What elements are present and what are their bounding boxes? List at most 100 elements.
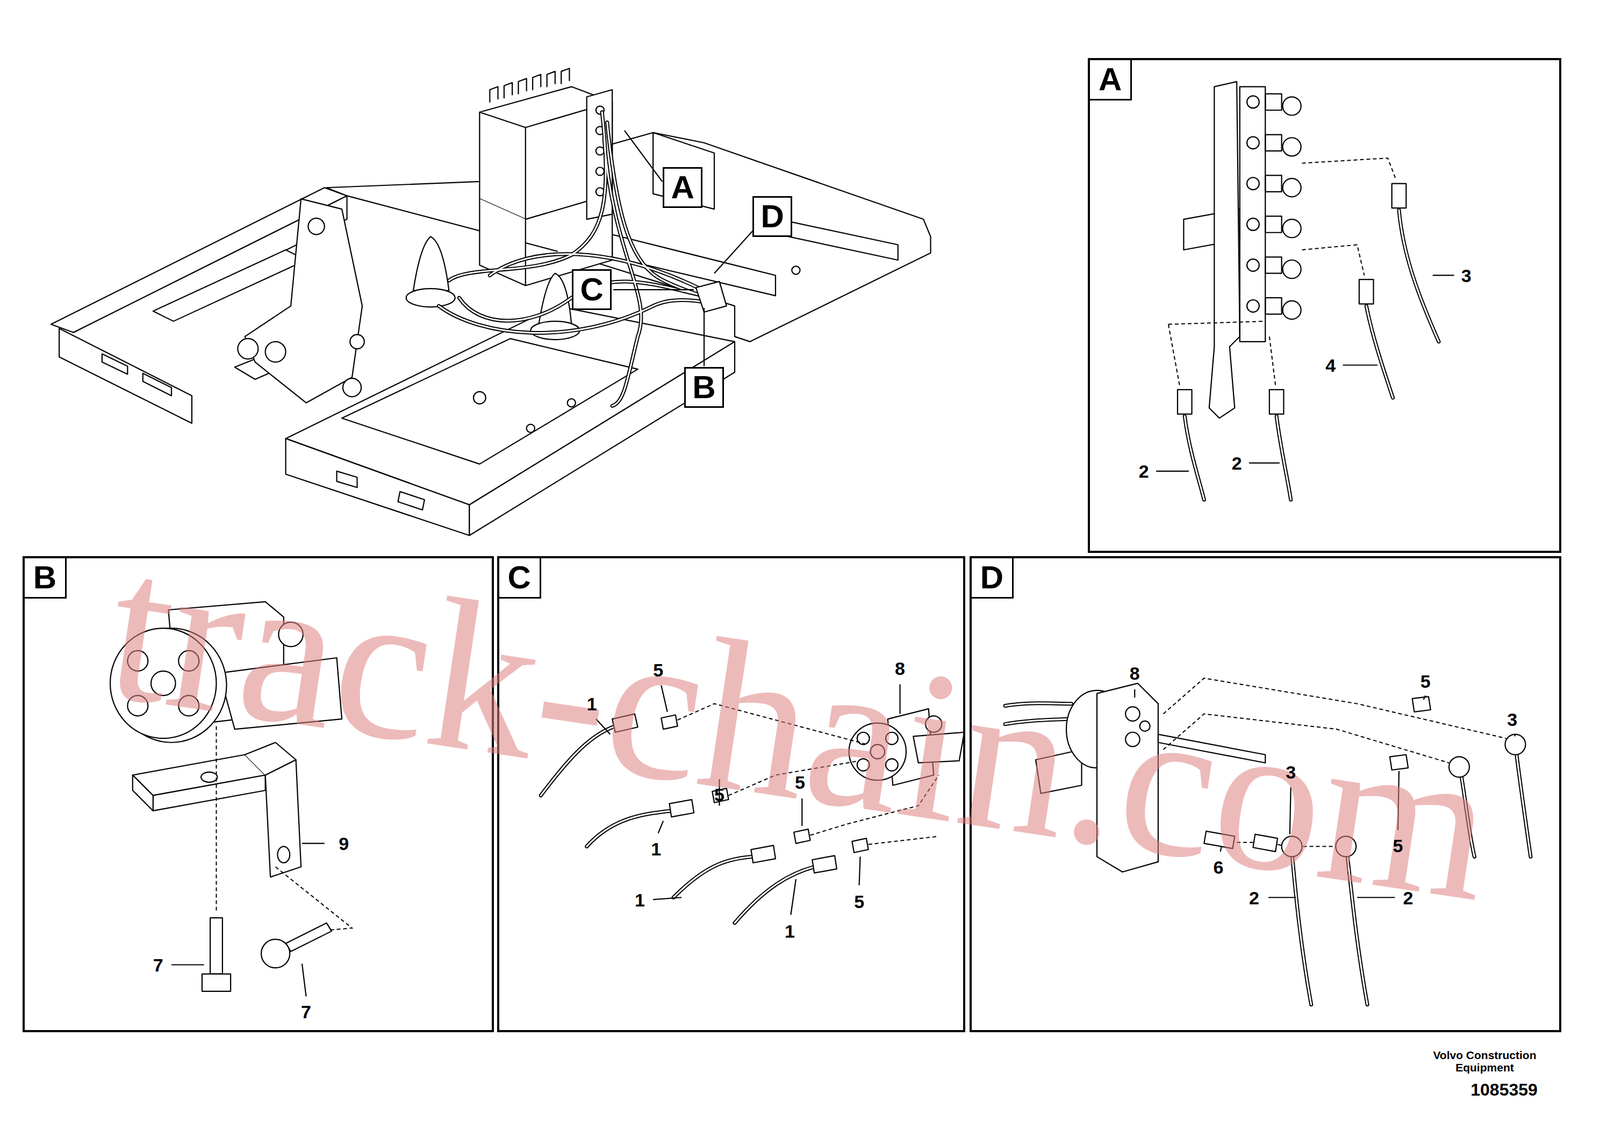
manifold-block (1282, 96, 1302, 116)
watermark: track-chain.com (95, 501, 1508, 952)
manifold-block (1246, 95, 1260, 109)
upper-frame (342, 378, 362, 397)
bolt (210, 917, 223, 974)
callout-number: 1 (784, 922, 795, 941)
control-valve (596, 146, 605, 155)
manifold-block (1246, 136, 1260, 149)
callout-number: 7 (300, 1002, 312, 1022)
manifold-block (1265, 134, 1282, 152)
panel-letter: B (24, 558, 67, 599)
bolt (202, 917, 332, 992)
callout-number: 5 (854, 892, 865, 911)
manifold-block (1282, 219, 1302, 238)
hose (1366, 305, 1393, 398)
manifold-block (1282, 300, 1302, 320)
bracket (265, 759, 301, 878)
manifold-block (1265, 94, 1282, 111)
upper-frame (341, 338, 638, 464)
callout-number: 8 (894, 659, 906, 678)
upper-frame (791, 266, 800, 275)
callout-number: 5 (794, 773, 806, 792)
callout-number: 2 (1138, 462, 1150, 481)
hose (673, 856, 753, 898)
upper-frame (285, 438, 470, 536)
manufacturer-name: Volvo Construction Equipment (1422, 1048, 1547, 1074)
callout-number: 2 (1249, 888, 1260, 908)
callout-number: 2 (1231, 454, 1243, 473)
manifold-block (1265, 297, 1282, 314)
leader-line (1432, 274, 1455, 276)
hose-bundle (438, 112, 720, 407)
callout-number: 1 (650, 840, 662, 859)
callout-number: 9 (338, 834, 349, 853)
callout-number: 5 (1420, 672, 1431, 691)
manifold-block (1269, 389, 1284, 415)
leader-line (302, 843, 325, 845)
hose (734, 866, 815, 923)
leader-line (714, 230, 753, 274)
bracket (277, 846, 290, 863)
swivel-small (696, 281, 727, 313)
upper-frame (349, 334, 365, 350)
leader-line (624, 130, 663, 182)
leader-line (1249, 462, 1280, 464)
leader-line (171, 964, 205, 966)
manifold-block (1282, 260, 1302, 279)
callout-number: 5 (1393, 836, 1404, 856)
swivel-block (1504, 734, 1526, 756)
callout-number: 4 (1325, 356, 1336, 375)
callout-number: 2 (1403, 888, 1414, 908)
control-valve (586, 89, 613, 220)
bolt (202, 974, 231, 992)
assembly-line (1168, 321, 1266, 325)
fitting (812, 855, 837, 873)
callout-number: 1 (634, 891, 645, 910)
hose (1184, 210, 1439, 500)
manifold-block (1177, 81, 1406, 419)
swivel-small (696, 281, 727, 313)
manifold-block (1359, 279, 1374, 305)
callout-number: 5 (653, 661, 664, 680)
manifold-block (1246, 259, 1260, 272)
callout-number: 8 (1129, 664, 1140, 683)
hose (1184, 415, 1204, 500)
leader-line (1343, 364, 1379, 366)
callout-box: B (684, 367, 724, 408)
callout-number: 1 (586, 694, 598, 714)
assembly-line (1302, 158, 1397, 180)
leader-line (171, 843, 325, 997)
upper-frame (142, 373, 172, 397)
callout-box: D (752, 196, 793, 238)
upper-frame (526, 424, 535, 433)
panel-letter: A (1089, 60, 1132, 101)
upper-frame (237, 338, 258, 360)
hose (1366, 305, 1393, 398)
hose (1276, 415, 1291, 500)
callout-number: 6 (1213, 858, 1224, 877)
control-valve (479, 68, 613, 286)
upper-frame (245, 198, 363, 404)
manifold-block (1282, 137, 1302, 156)
manifold-block (1177, 389, 1193, 415)
manifold-block (1239, 86, 1266, 342)
leader-line (613, 130, 753, 367)
fitting (750, 845, 776, 863)
callout-letter: A (670, 171, 694, 204)
control-valve (489, 68, 570, 103)
hose (1184, 415, 1204, 500)
upper-frame (102, 354, 128, 375)
manifold-block (1246, 177, 1260, 190)
assembly-line (1168, 158, 1396, 386)
leader-line (1156, 470, 1189, 472)
hose (1276, 415, 1291, 500)
callout-letter: B (692, 371, 716, 404)
detail-panel: A (1087, 58, 1562, 554)
upper-frame (397, 491, 425, 511)
callout-number: 3 (1461, 266, 1472, 285)
control-valve (479, 86, 613, 220)
hose (673, 856, 753, 898)
leader-line (653, 897, 682, 900)
upper-frame (265, 341, 286, 363)
joystick (406, 236, 580, 340)
